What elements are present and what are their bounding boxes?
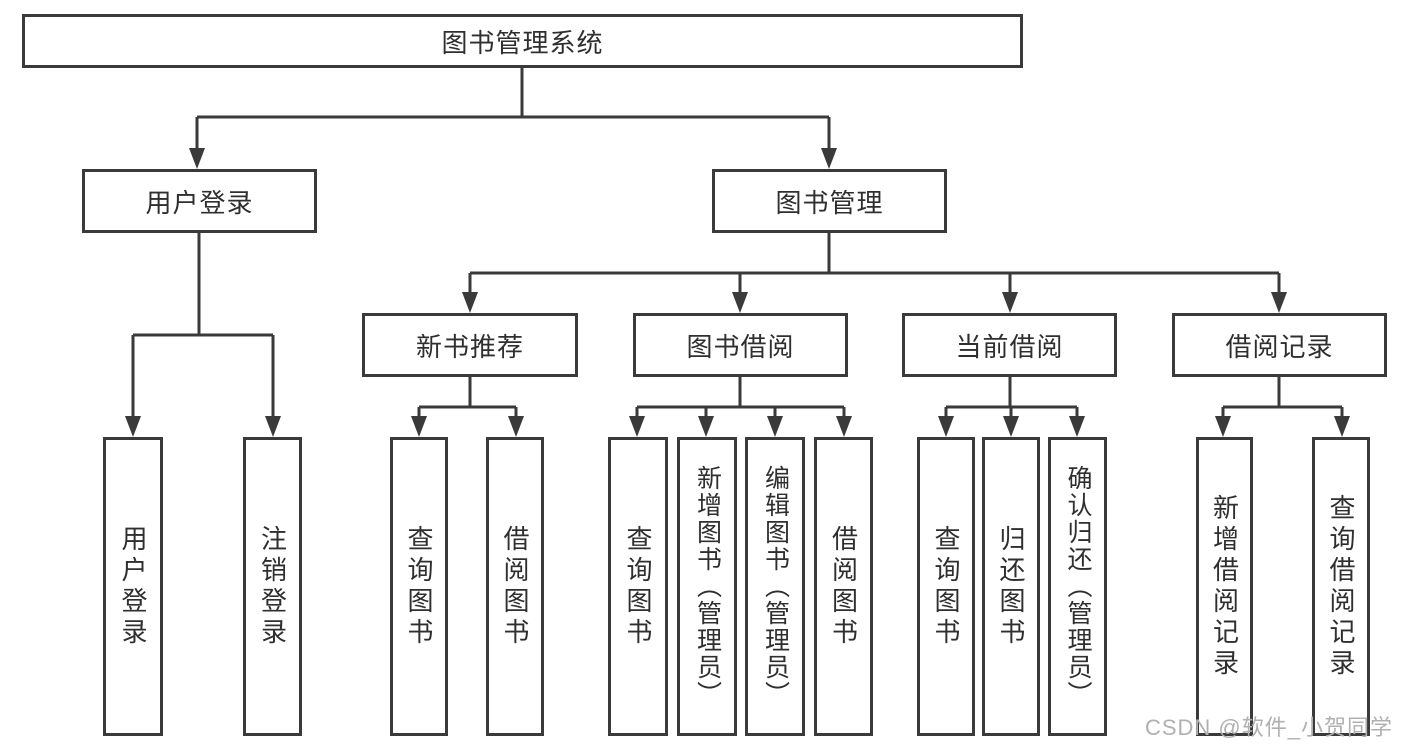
node-label: 图书管理系统 <box>441 27 604 58</box>
node-label: 新增图书（管理员） <box>693 465 722 708</box>
node-label: 借阅记录 <box>1225 331 1334 362</box>
node-label: 新书推荐 <box>415 331 524 362</box>
leaf-logout: 注销登录 <box>243 437 302 736</box>
leaf-add-books-admin: 新增图书（管理员） <box>677 437 737 736</box>
watermark: CSDN @软件_小贺同学 <box>1144 715 1393 740</box>
node-label: 图书借阅 <box>686 331 795 362</box>
node-book-borrow: 图书借阅 <box>633 313 848 377</box>
leaf-query-books-current: 查询图书 <box>917 437 975 736</box>
leaf-borrow-books-recommend: 借阅图书 <box>486 437 544 736</box>
node-label: 查询图书 <box>931 524 961 649</box>
node-label: 借阅图书 <box>500 524 530 649</box>
node-label: 查询图书 <box>623 524 653 649</box>
arrowheads <box>125 148 1350 437</box>
leaf-user-login: 用户登录 <box>103 437 163 736</box>
node-user-login: 用户登录 <box>82 169 317 233</box>
node-current-borrow: 当前借阅 <box>902 313 1117 377</box>
leaf-borrow-books: 借阅图书 <box>814 437 873 736</box>
node-label: 新增借阅记录 <box>1209 493 1240 680</box>
leaf-edit-books-admin: 编辑图书（管理员） <box>745 437 805 736</box>
node-borrow-records: 借阅记录 <box>1172 313 1387 377</box>
node-label: 用户登录 <box>145 187 254 218</box>
leaf-query-books-borrow: 查询图书 <box>608 437 668 736</box>
leaf-return-books: 归还图书 <box>982 437 1040 736</box>
leaf-query-books-recommend: 查询图书 <box>390 437 448 736</box>
node-label: 确认归还（管理员） <box>1064 465 1092 708</box>
node-label: 当前借阅 <box>955 331 1064 362</box>
node-label: 编辑图书（管理员） <box>761 465 790 708</box>
node-label: 归还图书 <box>996 524 1026 649</box>
node-label: 借阅图书 <box>828 524 859 649</box>
node-label: 用户登录 <box>118 524 148 649</box>
node-book-management: 图书管理 <box>712 169 947 233</box>
node-label: 查询借阅记录 <box>1326 493 1356 680</box>
leaf-query-borrow-record: 查询借阅记录 <box>1312 437 1370 736</box>
leaf-confirm-return-admin: 确认归还（管理员） <box>1048 437 1107 736</box>
leaf-add-borrow-record: 新增借阅记录 <box>1196 437 1253 736</box>
node-label: 查询图书 <box>404 524 434 649</box>
node-root-system: 图书管理系统 <box>22 14 1023 68</box>
node-label: 注销登录 <box>257 524 288 649</box>
node-new-book-recommend: 新书推荐 <box>362 313 578 377</box>
node-label: 图书管理 <box>775 187 884 218</box>
